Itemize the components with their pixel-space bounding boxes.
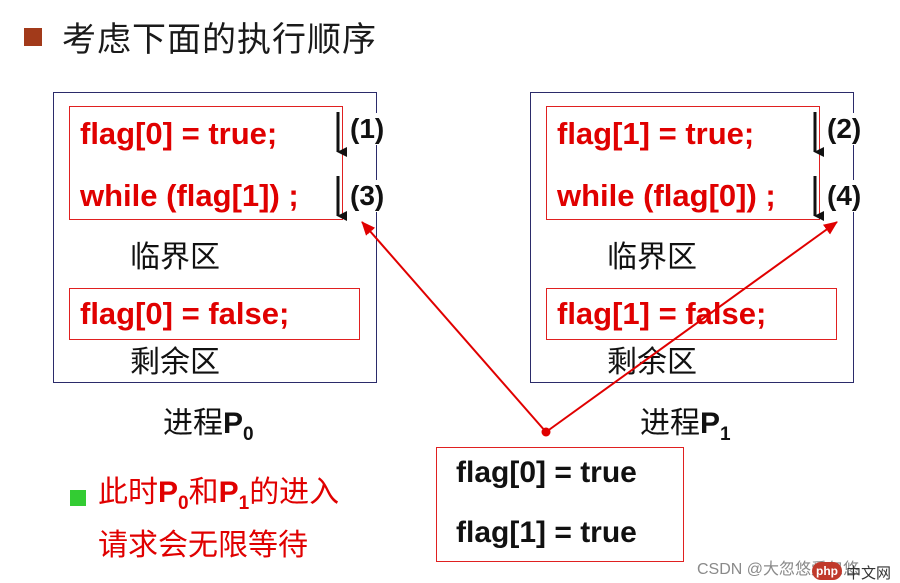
red-origin-dot	[541, 427, 551, 437]
php-logo-icon: php	[812, 562, 842, 580]
process-0-remainder-label: 剩余区	[130, 345, 220, 380]
process-0-name: 进程P0	[163, 406, 254, 445]
process-1-step-2: (2)	[827, 113, 862, 145]
php-logo-text: 中文网	[846, 565, 892, 582]
flag-state-box	[436, 447, 684, 562]
process-1-box	[530, 92, 854, 383]
process-0-step-1: (1)	[350, 113, 385, 145]
process-1-step-4: (4)	[827, 180, 862, 212]
process-0-entry-line-1: flag[0] = true;	[80, 116, 278, 151]
red-arrow-to-process-1	[545, 221, 838, 433]
process-0-step-3: (3)	[350, 180, 385, 212]
process-1-entry-line-1: flag[1] = true;	[557, 116, 755, 151]
process-1-critical-label: 临界区	[607, 240, 697, 275]
flag-state-line-2: flag[1] = true	[456, 516, 637, 549]
title-bullet-icon	[24, 28, 42, 46]
page-title: 考虑下面的执行顺序	[62, 20, 377, 60]
note-bullet-icon	[70, 490, 86, 506]
process-1-entry-box	[546, 106, 820, 220]
red-arrow-to-process-0	[361, 221, 547, 433]
process-1-remainder-label: 剩余区	[607, 345, 697, 380]
process-0-critical-label: 临界区	[130, 240, 220, 275]
deadlock-note: 此时P0和P1的进入 请求会无限等待	[98, 475, 340, 563]
process-1-entry-line-2: while (flag[0]) ;	[557, 178, 776, 213]
process-0-exit-box	[69, 288, 360, 340]
flag-state-line-1: flag[0] = true	[456, 456, 637, 489]
process-0-exit-line: flag[0] = false;	[80, 296, 290, 331]
process-0-entry-line-2: while (flag[1]) ;	[80, 178, 299, 213]
process-0-entry-box	[69, 106, 343, 220]
process-1-name: 进程P1	[640, 406, 731, 445]
process-1-exit-line: flag[1] = false;	[557, 296, 767, 331]
process-1-exit-box	[546, 288, 837, 340]
process-0-box	[53, 92, 377, 383]
